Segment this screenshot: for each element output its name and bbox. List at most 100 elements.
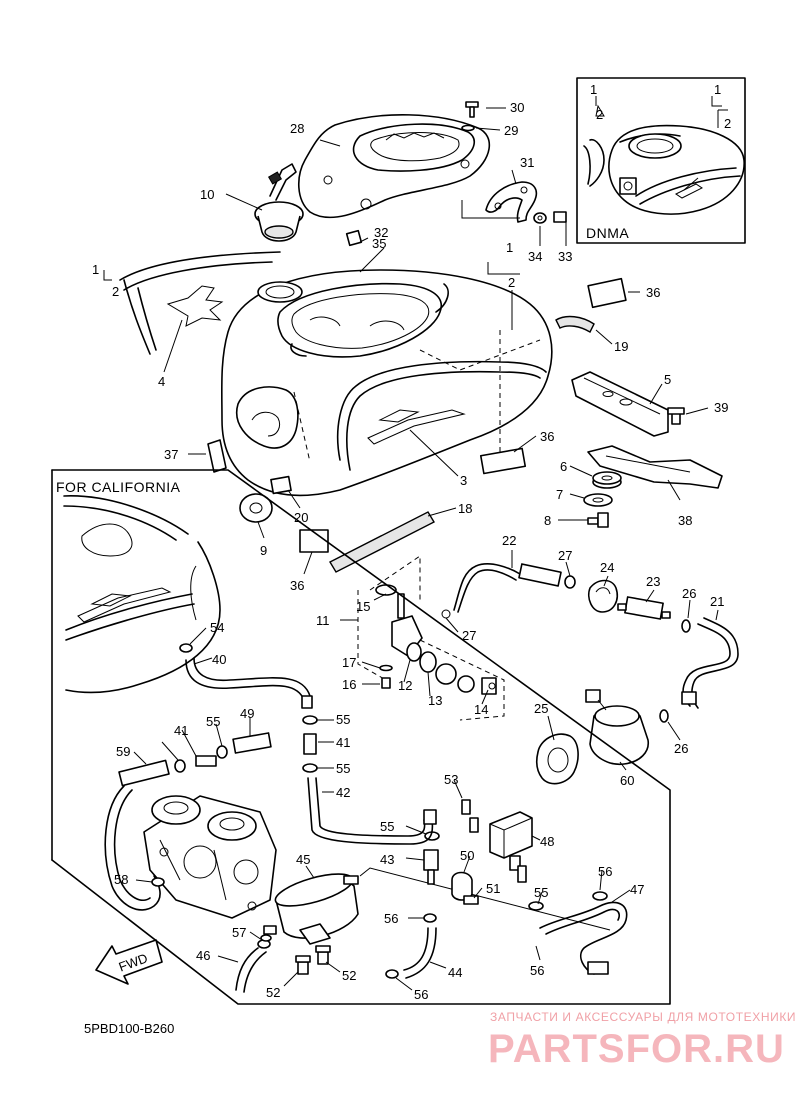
callout-2-tank: 2 (508, 275, 515, 290)
callout-34: 34 (528, 249, 542, 264)
california-title: FOR CALIFORNIA (56, 479, 181, 495)
callout-10: 10 (200, 187, 214, 202)
callout-16: 16 (342, 677, 356, 692)
callout-58: 58 (114, 872, 128, 887)
damper-19 (555, 315, 595, 333)
callout-1-tank: 1 (506, 240, 513, 255)
inset-title: DNMA (586, 225, 629, 241)
callout-56-a: 56 (384, 911, 398, 926)
hose-46 (235, 939, 271, 993)
callout-52-b: 52 (342, 968, 356, 983)
callout-4: 4 (158, 374, 165, 389)
bracket-31 (461, 181, 567, 224)
callout-7: 7 (556, 487, 563, 502)
callout-2-left: 2 (112, 284, 119, 299)
strip-18 (329, 511, 435, 573)
gasket-35 (290, 283, 449, 357)
callout-labels: 30 29 28 31 10 33 34 32 35 1 2 36 1 2 19… (92, 82, 731, 1002)
callout-13: 13 (428, 693, 442, 708)
solenoid-48 (489, 811, 533, 883)
watermark-brand: PARTSFOR.RU (488, 1027, 785, 1071)
callout-50: 50 (460, 848, 474, 863)
side-cover-28 (298, 113, 491, 219)
callout-22: 22 (502, 533, 516, 548)
collar-7 (583, 493, 613, 507)
callout-41-a: 41 (174, 723, 188, 738)
bolts-52 (295, 945, 331, 975)
callout-2-inset-a: 2 (596, 107, 603, 122)
callout-26-a: 26 (682, 586, 696, 601)
callout-29: 29 (504, 123, 518, 138)
callout-6: 6 (560, 459, 567, 474)
callout-48: 48 (540, 834, 554, 849)
callout-11: 11 (316, 613, 330, 628)
fuel-cap-10 (254, 163, 304, 242)
callout-42: 42 (336, 785, 350, 800)
callout-59: 59 (116, 744, 130, 759)
callout-32: 32 (374, 225, 388, 240)
callout-30: 30 (510, 100, 524, 115)
plate-38 (587, 407, 723, 489)
callout-25: 25 (534, 701, 548, 716)
callout-52-a: 52 (266, 985, 280, 1000)
fitting-41 (195, 733, 317, 767)
callout-41-b: 41 (336, 735, 350, 750)
hose-44 (385, 913, 437, 979)
callout-12: 12 (398, 678, 412, 693)
hose-49 (232, 732, 272, 754)
filter-holder-24 (587, 579, 618, 613)
tank-graphic-left (119, 251, 281, 355)
callout-55-e: 55 (534, 885, 548, 900)
callout-37: 37 (164, 447, 178, 462)
callout-56-d: 56 (414, 987, 428, 1002)
hose-59 (118, 759, 170, 787)
callout-36-low: 36 (290, 578, 304, 593)
canister-45 (263, 867, 611, 945)
damper-9 (239, 493, 273, 523)
callout-27-a: 27 (558, 548, 572, 563)
callout-31: 31 (520, 155, 534, 170)
callout-21: 21 (710, 594, 724, 609)
callout-47: 47 (630, 882, 644, 897)
damper-37 (207, 439, 227, 473)
damper-20 (270, 475, 292, 495)
callout-44: 44 (448, 965, 462, 980)
fuel-cock-group (357, 555, 505, 721)
clip-26a (681, 619, 691, 633)
callout-57: 57 (232, 925, 246, 940)
callout-55-a: 55 (206, 714, 220, 729)
callout-2-inset-b: 2 (724, 116, 731, 131)
callout-53: 53 (444, 772, 458, 787)
fuel-hose-22 (453, 563, 576, 613)
callout-1-left: 1 (92, 262, 99, 277)
watermark-tagline: ЗАПЧАСТИ И АКСЕССУАРЫ ДЛЯ МОТОТЕХНИКИ (490, 1010, 796, 1024)
callout-3: 3 (460, 473, 467, 488)
callout-23: 23 (646, 574, 660, 589)
callout-20: 20 (294, 510, 308, 525)
fuel-filter-23 (617, 596, 671, 620)
leader-lines (103, 96, 722, 991)
carburetor (143, 795, 277, 919)
screw-51 (463, 895, 479, 905)
fuel-hose-21 (681, 617, 739, 709)
callout-5: 5 (664, 372, 671, 387)
callout-49: 49 (240, 706, 254, 721)
callout-36-top: 36 (646, 285, 660, 300)
hose-47 (539, 891, 628, 975)
bracket-5 (571, 371, 669, 437)
callout-39: 39 (714, 400, 728, 415)
clips-55 (174, 715, 544, 911)
callout-1-inset-a: 1 (590, 82, 597, 97)
callout-56-c: 56 (530, 963, 544, 978)
callout-27-b: 27 (462, 628, 476, 643)
pump-bracket-25 (536, 733, 579, 785)
label-36c (299, 529, 329, 553)
callout-60: 60 (620, 773, 634, 788)
callout-36-mid: 36 (540, 429, 554, 444)
callout-14: 14 (474, 702, 488, 717)
callout-8: 8 (544, 513, 551, 528)
callout-43: 43 (380, 852, 394, 867)
clip-32 (345, 229, 363, 247)
callout-55-d: 55 (380, 819, 394, 834)
